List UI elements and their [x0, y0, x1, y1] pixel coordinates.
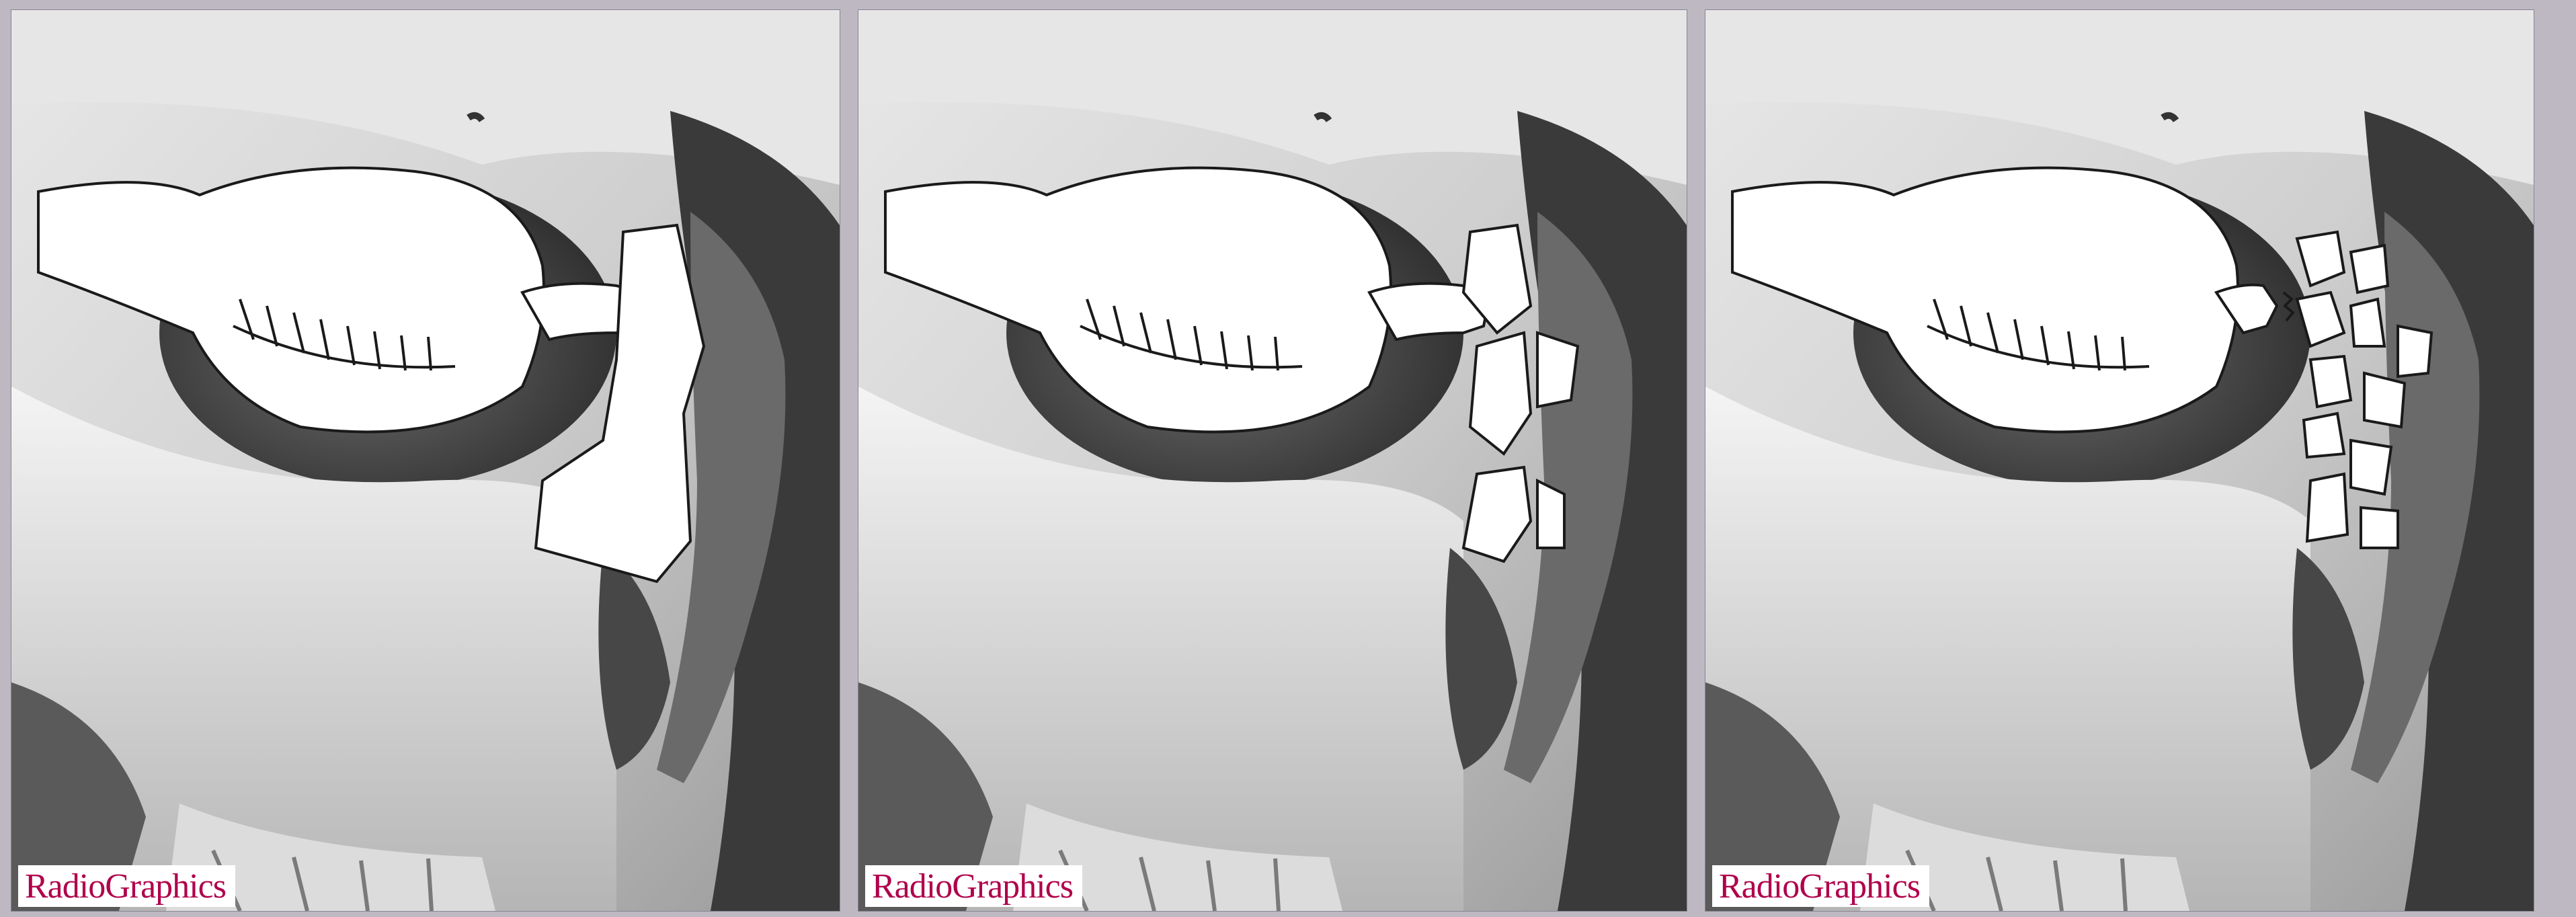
panel-3: RadioGraphics	[1705, 9, 2534, 912]
radiographics-watermark: RadioGraphics	[1712, 865, 1929, 907]
panel-2: RadioGraphics	[858, 9, 1687, 912]
radiographics-watermark: RadioGraphics	[865, 865, 1082, 907]
radiographics-watermark: RadioGraphics	[18, 865, 235, 907]
skull-illustration	[1705, 10, 2534, 911]
skull-illustration	[858, 10, 1687, 911]
skull-illustration	[11, 10, 840, 911]
panel-1: RadioGraphics	[11, 9, 840, 912]
